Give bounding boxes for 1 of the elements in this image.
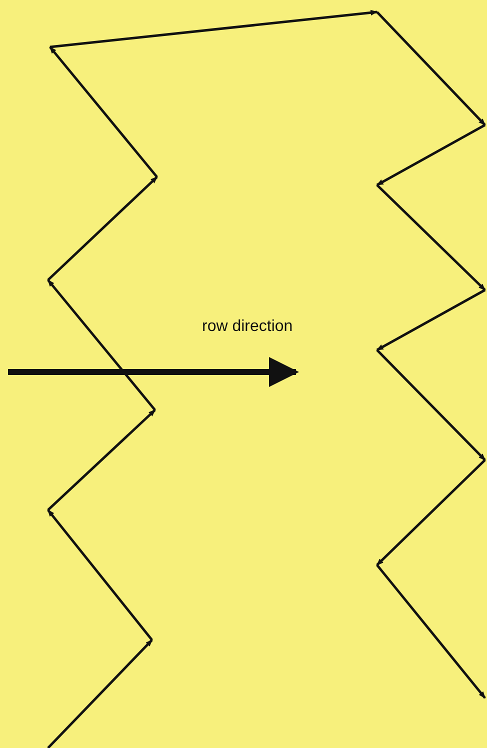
direction-label: row direction [202,318,293,336]
